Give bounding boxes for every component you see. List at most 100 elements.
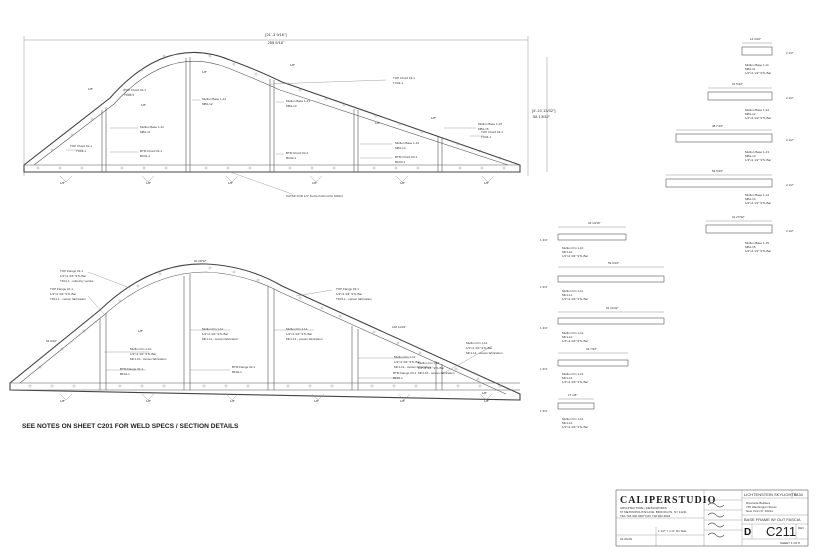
overall-width-dim: [21'-3 9/16"] (265, 32, 286, 37)
angle-label: 1/8" (141, 103, 146, 107)
part-thickness: 2 1/2" (786, 51, 794, 55)
top-frame-view: [21'-3 9/16"] 255 9/16" [4'-10 13/32"] 5… (23, 32, 556, 198)
angle-label: 1/8" (290, 63, 295, 67)
callout-label: TOP Flange 01-1 (50, 287, 73, 291)
part-bar (707, 91, 773, 101)
part-label: MF1-10 (562, 250, 573, 254)
scale-text: 1 1/2" = 1'-0" D1 Side (658, 529, 687, 533)
drawing-title: BASE FRAME W/ OUT FASCIA (744, 517, 801, 522)
bottom-bolt-holes (28, 266, 502, 388)
callout-label: Mullion Fin 1-10 (130, 347, 152, 351)
part-label: MB1-14 (745, 197, 756, 201)
bottom-leaders (87, 271, 493, 379)
part-label: 1/4"x1 3/4" STL Bar (562, 425, 588, 429)
part-bar (557, 317, 665, 325)
part-bar (557, 275, 665, 283)
callout-label: BTM Flange 01-1 (120, 367, 144, 371)
revision-marks (707, 502, 725, 538)
angle-label: 1/8" (202, 70, 207, 74)
callout-label: MF1-12 - cetusn fabrication (286, 337, 323, 341)
client-line: 745 Washington Street (746, 505, 777, 509)
part-label: 1/4"x1 3/4" STL Bar (562, 254, 588, 258)
angle-label: 1/8" (484, 399, 489, 403)
callout-label: TC04-1 (481, 135, 491, 139)
cutout-note: CATSK FOR 1/4" FLAG K/AN COU SOHN (286, 194, 343, 198)
part-label: Mullion Fin 1-12 (562, 331, 584, 335)
part-bar (665, 178, 773, 188)
bottom-angle-marks (59, 393, 493, 401)
part-label: MF1-11 (562, 293, 572, 297)
callout-label: TF01-1 - rolled by vendor (60, 279, 94, 283)
callout-label: MB1-13 (286, 104, 297, 108)
callout-label: BTM Chord 02-1 (286, 151, 309, 155)
callout-label: TOP Flange 01-1 (60, 269, 83, 273)
callout-label: MF1-15 - cetusn fabrication (418, 371, 455, 375)
callout-label: MF1-11 - cetusn fabrication (202, 337, 239, 341)
part-label: 1/4"x1 3/4" STL Bar (562, 380, 588, 384)
angle-label: 1/8" (146, 181, 151, 185)
part-label: MB1-13 (745, 154, 756, 158)
title-block: CALIPERSTUDIO ARCHITECTURE / METALWORKS … (615, 489, 809, 547)
angle-label: 1/8" (482, 391, 487, 395)
height-dim: [4'-10 13/32"] (532, 108, 556, 113)
part-label: Mullion Fin 1-10 (562, 246, 584, 250)
part-label: Mullion Fin 1-14 (562, 417, 584, 421)
firm-subtitle: ARCHITECTURE / METALWORKS (620, 506, 667, 510)
callout-label: 1/4"x1 3/4" STL Bar (202, 332, 228, 336)
part-label: 1/4"x1 1/2" STL Bar (745, 71, 771, 75)
callout-label: MB1-12 (202, 102, 213, 106)
callout-label: Mullion Fin 1-13 (394, 355, 416, 359)
general-note: SEE NOTES ON SHEET C201 FOR WELD SPECS /… (22, 423, 239, 430)
part-label: 1/4"x1 1/2" STL Bar (745, 249, 771, 253)
client-line: New York NY 10014 (746, 509, 773, 513)
angle-label: 1/8" (484, 181, 489, 185)
part-label: 1/4"x1 1/2" STL Bar (745, 158, 771, 162)
firm-logo: CALIPERSTUDIO (620, 495, 716, 506)
part-label: Mullion Base 1-14 (745, 193, 769, 197)
callout-label: TC01-1 (76, 149, 86, 153)
callout-label: BC02-1 (286, 156, 297, 160)
part-label: MF1-13 (562, 376, 573, 380)
part-thickness: 1 3/4" (540, 285, 548, 289)
part-label: Mullion Base 1-11 (745, 63, 769, 67)
callout-label: 1/4"x1 3/4" STL Bar (286, 332, 312, 336)
callout-label: BTM Flange 03-1 (393, 371, 417, 375)
client-line: Riverside Builders (746, 501, 771, 505)
callout-label: TC02-1 (124, 93, 134, 97)
angle-label: 1/8" (138, 329, 143, 333)
callout-label: BF01-1 (120, 372, 130, 376)
bottom-frame-outline (9, 263, 521, 401)
callout-label: BC03-1 (395, 160, 406, 164)
part-label: Mullion Fin 1-11 (562, 289, 583, 293)
callout-label: 1/4"x1 3/4" STL Bar (394, 360, 420, 364)
part-label: Mullion Fin 1-13 (562, 372, 584, 376)
part-bar (675, 133, 773, 143)
part-label: Mullion Base 1-15 (745, 241, 769, 245)
part-length: 51 11/32" (606, 306, 619, 310)
part-length: 17 1/8" (568, 393, 577, 397)
callout-label: TOP Flange 03-1 (336, 287, 359, 291)
side-dim: 64 9/32" (46, 339, 57, 343)
angle-label: 1/8" (431, 116, 436, 120)
sheet-size: D (744, 527, 751, 538)
firm-address: 67 METROPOLITAN AVE. BROOKLYN, NY 11211 (620, 510, 687, 514)
callout-label: Mullion Base 1-12 (202, 97, 226, 101)
callout-label: MF1-14 - cetusn fabrication (466, 351, 503, 355)
part-label: 1/4"x1 3/4" STL Bar (562, 339, 588, 343)
angle-label: 1/8" (60, 399, 65, 403)
callout-label: MB1-15 (478, 127, 489, 131)
part-length: 31 27/32" (732, 215, 745, 219)
part-thickness: 2 1/2" (786, 229, 794, 233)
part-length: 53 5/16" (712, 169, 723, 173)
part-thickness: 2 1/2" (786, 138, 794, 142)
callout-label: BF03-1 (393, 376, 403, 380)
callout-label: 1/4"x1 3/4" STL Bar (336, 292, 362, 296)
callout-label: BTM Chord 03-1 (395, 155, 418, 159)
part-label: Mullion Base 1-12 (745, 108, 769, 112)
callout-label: MB1-11 (140, 130, 151, 134)
part-thickness: 1 3/4" (540, 367, 548, 371)
part-thickness: 1 3/4" (540, 326, 548, 330)
callout-label: TOP Chord 03-1 (393, 76, 415, 80)
top-angle-marks (59, 175, 495, 183)
job-number: 0834 (794, 492, 804, 497)
